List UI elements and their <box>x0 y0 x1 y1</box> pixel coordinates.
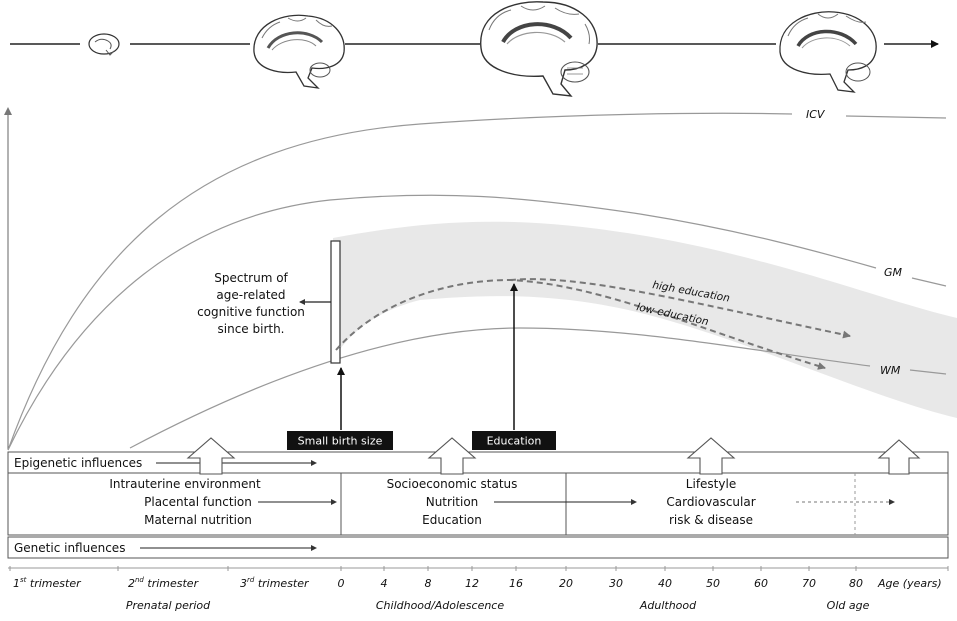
trimester-2-label: 2nd trimester <box>128 576 200 590</box>
period-old-age: Old age <box>827 599 870 612</box>
wm-curve-tail <box>909 369 947 375</box>
epigenetic-label: Epigenetic influences <box>14 456 142 470</box>
spectrum-label: Spectrum of age-related cognitive functi… <box>197 271 305 336</box>
tick-label: 80 <box>849 577 863 590</box>
svg-text:since birth.: since birth. <box>218 322 285 336</box>
epigenetic-header-row <box>7 451 949 474</box>
gm-curve-tail <box>911 277 947 287</box>
tick-label: 8 <box>425 577 432 590</box>
period-labels: Prenatal period Childhood/Adolescence Ad… <box>126 599 870 612</box>
svg-text:Socioeconomic status: Socioeconomic status <box>387 477 518 491</box>
tick-label: 70 <box>802 577 816 590</box>
brain-adult-icon <box>480 1 598 97</box>
trimester-1-label: 1st trimester <box>13 576 82 590</box>
epigenetic-content-box <box>7 472 949 536</box>
svg-text:Nutrition: Nutrition <box>426 495 479 509</box>
svg-text:risk & disease: risk & disease <box>669 513 753 527</box>
adulthood-factors: Lifestyle Cardiovascular risk & disease <box>666 477 755 527</box>
svg-text:Cardiovascular: Cardiovascular <box>666 495 755 509</box>
period-prenatal: Prenatal period <box>126 599 211 612</box>
x-axis: 1st trimester 2nd trimester 3rd trimeste… <box>8 566 949 590</box>
high-education-trajectory <box>509 278 851 339</box>
gm-curve <box>7 194 877 451</box>
period-childhood: Childhood/Adolescence <box>376 599 504 612</box>
wm-curve <box>129 327 871 449</box>
tick-label: 12 <box>465 577 479 590</box>
svg-text:Intrauterine environment: Intrauterine environment <box>109 477 261 491</box>
icv-curve <box>7 112 793 451</box>
brain-infant-icon <box>253 14 345 89</box>
icv-curve-tail <box>845 115 947 119</box>
childhood-factors: Socioeconomic status Nutrition Education <box>387 477 518 527</box>
age-tick-labels: 0 4 8 12 16 20 30 40 50 60 70 80 <box>338 577 864 590</box>
spectrum-bracket <box>330 240 341 364</box>
prenatal-factors: Intrauterine environment Placental funct… <box>109 477 261 527</box>
svg-text:Education: Education <box>422 513 482 527</box>
trimester-3-label: 3rd trimester <box>240 576 310 590</box>
up-arrow-icon <box>427 437 477 475</box>
tick-label: 20 <box>559 577 573 590</box>
svg-text:Maternal nutrition: Maternal nutrition <box>144 513 252 527</box>
gm-label: GM <box>884 266 903 279</box>
up-arrow-icon <box>877 439 921 475</box>
svg-text:Spectrum of: Spectrum of <box>214 271 288 285</box>
small-birth-size-box <box>287 431 393 450</box>
wm-label: WM <box>880 364 901 377</box>
svg-text:Placental function: Placental function <box>144 495 252 509</box>
education-box <box>472 431 556 450</box>
small-birth-size-label: Small birth size <box>298 435 383 448</box>
svg-text:cognitive function: cognitive function <box>197 305 305 319</box>
tick-label: 50 <box>706 577 720 590</box>
up-arrow-icon <box>186 437 236 475</box>
genetic-label: Genetic influences <box>14 541 125 555</box>
svg-text:Lifestyle: Lifestyle <box>686 477 736 491</box>
tick-label: 0 <box>338 577 345 590</box>
brain-elderly-icon <box>779 11 877 93</box>
tick-label: 40 <box>658 577 672 590</box>
icv-label: ICV <box>806 108 826 121</box>
age-unit-label: Age (years) <box>877 577 942 590</box>
genetic-row <box>7 536 949 559</box>
brain-fetal-icon <box>88 33 120 56</box>
period-adulthood: Adulthood <box>639 599 697 612</box>
up-arrow-icon <box>686 437 736 475</box>
top-timeline <box>10 1 939 97</box>
svg-text:age-related: age-related <box>216 288 285 302</box>
tick-label: 4 <box>381 577 388 590</box>
tick-label: 30 <box>609 577 623 590</box>
tick-label: 60 <box>754 577 768 590</box>
tick-label: 16 <box>509 577 523 590</box>
cognitive-spectrum-band <box>333 221 957 418</box>
education-box-label: Education <box>487 435 542 448</box>
